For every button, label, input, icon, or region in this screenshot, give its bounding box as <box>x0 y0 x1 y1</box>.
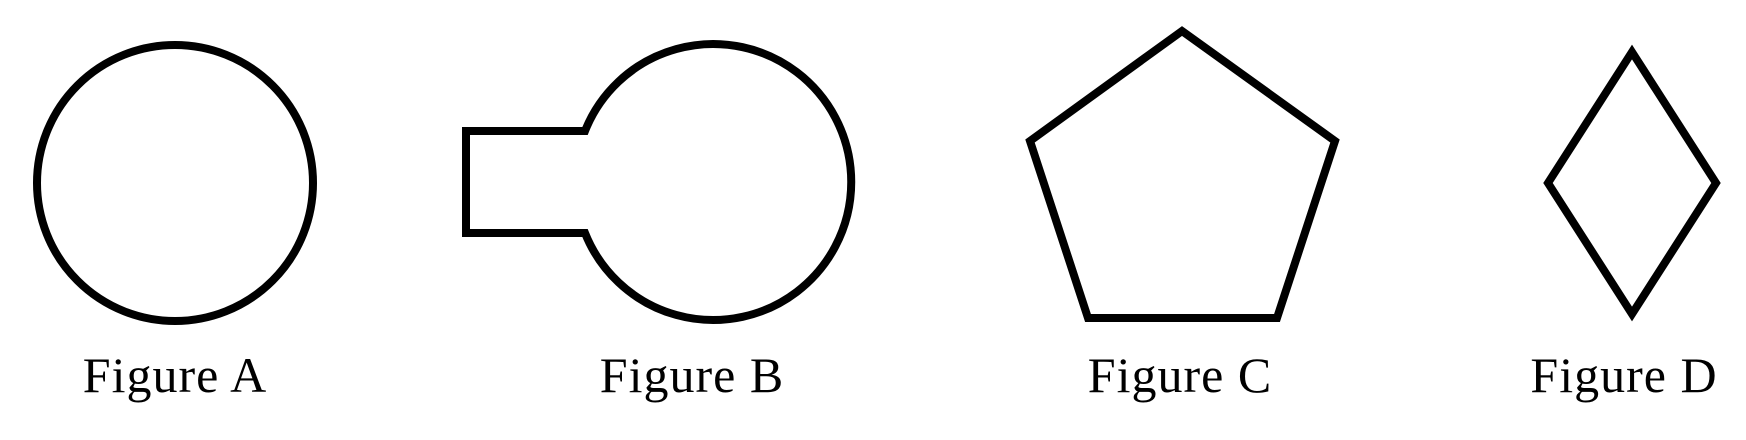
figure-c-pentagon <box>1025 26 1340 322</box>
figure-d-rhombus <box>1543 44 1721 322</box>
figure-c: Figure C <box>1025 26 1340 403</box>
figure-b-caption: Figure B <box>600 347 784 403</box>
figure-d-caption: Figure D <box>1530 347 1717 403</box>
figure-b-keyhole <box>462 40 856 324</box>
figure-b: Figure B <box>462 40 856 403</box>
figure-d: Figure D <box>1530 44 1721 403</box>
figure-a: Figure A <box>33 41 317 403</box>
figure-a-caption: Figure A <box>83 347 267 403</box>
figure-a-circle <box>33 41 317 325</box>
figure-c-caption: Figure C <box>1088 347 1272 403</box>
